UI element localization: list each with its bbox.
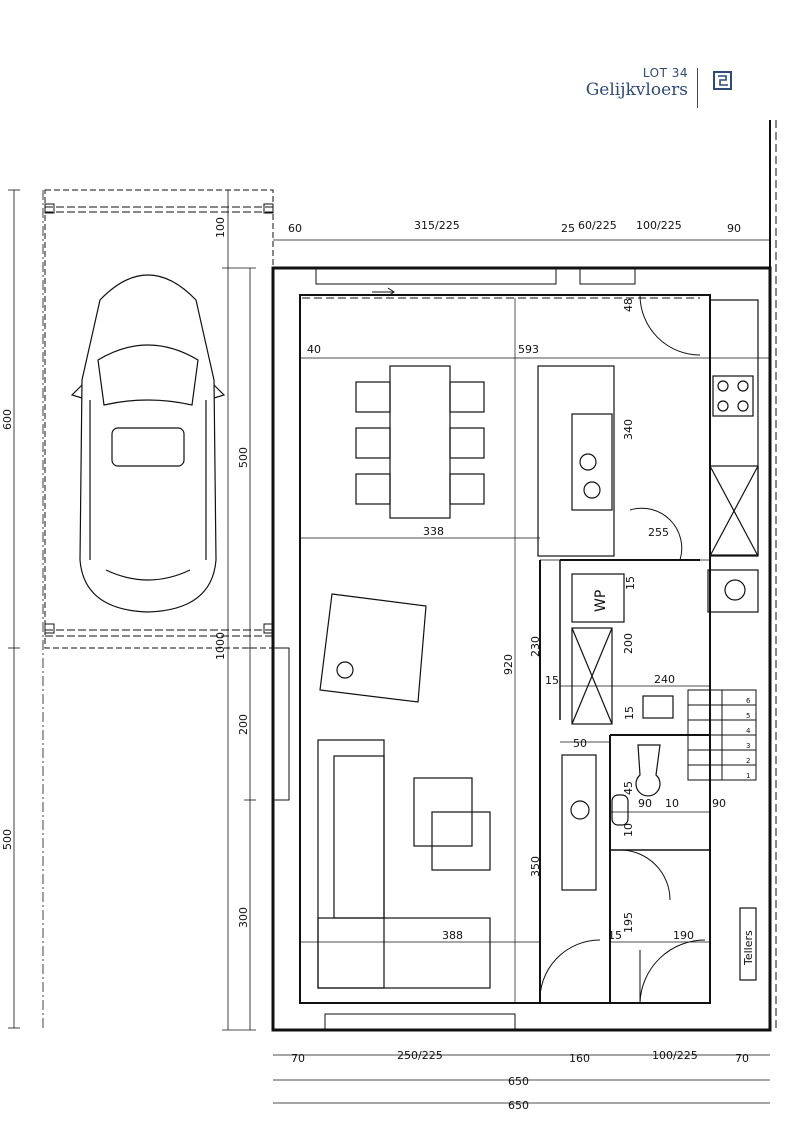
dim-top-3: 60/225 <box>578 219 617 232</box>
dim-bottom-4: 70 <box>735 1052 749 1065</box>
floorplan-icon <box>713 71 732 90</box>
dim-int-18: 10 <box>665 797 679 810</box>
dim-total-2: 650 <box>508 1099 529 1112</box>
dim-bottom-2: 160 <box>569 1052 590 1065</box>
dim-int-1: 593 <box>518 343 539 356</box>
stair-step-5: 5 <box>746 712 750 720</box>
dim-int-6: 230 <box>529 636 542 657</box>
staircase <box>687 689 757 781</box>
kitchen <box>537 299 759 557</box>
dim-top-5: 90 <box>727 222 741 235</box>
interior-dimension-lines <box>273 239 770 1104</box>
dim-int-7: 350 <box>529 856 542 877</box>
dimension-labels: 60 315/225 25 60/225 100/225 90 70 250/2… <box>1 217 755 1112</box>
dim-top-2: 25 <box>561 222 575 235</box>
floor-name: Gelijkvloers <box>585 80 688 100</box>
stair-step-3: 3 <box>746 742 750 750</box>
dim-int-8: 48 <box>622 298 635 312</box>
dim-int-22: 195 <box>622 912 635 933</box>
stair-step-1: 1 <box>746 772 750 780</box>
carport <box>44 189 274 649</box>
dim-int-9: 255 <box>648 526 669 539</box>
stair-step-2: 2 <box>746 757 750 765</box>
heat-pump-label: WP <box>593 590 609 612</box>
dim-int-12: 240 <box>654 673 675 686</box>
dim-left-1: 500 <box>1 829 14 850</box>
technical-room <box>561 569 759 981</box>
dim-int-11: 200 <box>622 633 635 654</box>
header-divider <box>697 68 698 108</box>
dim-total-1: 650 <box>508 1075 529 1088</box>
stair-step-6: 6 <box>746 697 751 705</box>
dim-inner-1: 500 <box>237 447 250 468</box>
dim-inner-3: 200 <box>237 714 250 735</box>
dim-int-20: 10 <box>622 823 635 837</box>
dim-top-0: 60 <box>288 222 302 235</box>
dim-int-2: 338 <box>423 525 444 538</box>
dim-bottom-1: 250/225 <box>397 1049 443 1062</box>
dim-int-13: 15 <box>545 674 559 687</box>
dining-table <box>355 365 485 519</box>
dim-int-4: 920 <box>502 654 515 675</box>
stair-step-4: 4 <box>746 727 751 735</box>
dim-int-15: 50 <box>573 737 587 750</box>
dim-int-14: 15 <box>623 706 636 720</box>
left-dimension-lines <box>8 189 256 1031</box>
dim-int-3: 388 <box>442 929 463 942</box>
dim-int-17: 90 <box>638 797 652 810</box>
dim-top-1: 315/225 <box>414 219 460 232</box>
car-icon <box>70 274 226 613</box>
dim-int-23: 190 <box>673 929 694 942</box>
dim-int-10: 15 <box>624 576 637 590</box>
lot-number: LOT 34 <box>642 66 688 80</box>
dim-int-19: 90 <box>712 797 726 810</box>
dim-int-0: 40 <box>307 343 321 356</box>
dim-inner-4: 300 <box>237 907 250 928</box>
dim-inner-2: 1000 <box>214 632 227 660</box>
dim-int-16: 45 <box>622 781 635 795</box>
dim-inner-0: 100 <box>214 217 227 238</box>
dim-int-5: 340 <box>622 419 635 440</box>
dim-int-21: 15 <box>608 929 622 942</box>
dim-bottom-3: 100/225 <box>652 1049 698 1062</box>
plan-title: LOT 34 Gelijkvloers <box>586 66 688 100</box>
meters-label: Tellers <box>742 930 755 966</box>
dim-bottom-0: 70 <box>291 1052 305 1065</box>
dim-left-0: 600 <box>1 409 14 430</box>
arrow-icon <box>372 287 395 297</box>
house-walls <box>271 120 777 1032</box>
living-furniture <box>317 593 491 989</box>
dim-top-4: 100/225 <box>636 219 682 232</box>
